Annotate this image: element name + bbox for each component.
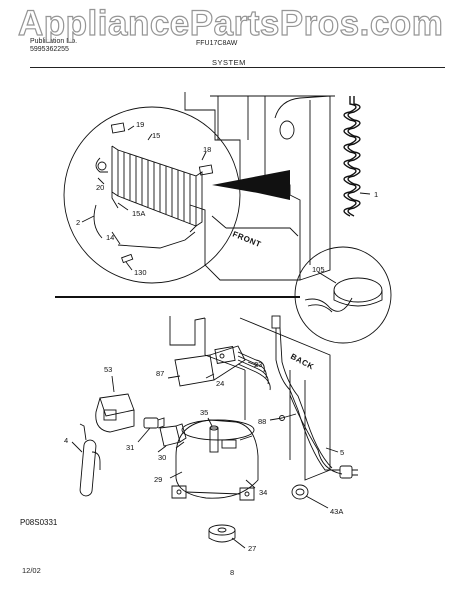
part-4-filter-drier [79,423,101,497]
callout-15: 15 [152,131,160,140]
compressor [171,419,259,501]
callout-24: 24 [216,379,224,388]
section-title: SYSTEM [212,58,246,67]
watermark: AppliancePartsPros.com [17,3,444,43]
part-30-relay [159,423,187,447]
inset-105-circle [294,246,392,344]
callout-15a: 15A [132,209,145,218]
back-label: BACK [289,352,315,372]
callout-23: 23 [254,360,262,369]
part-14-line [117,231,196,249]
callout-30: 30 [158,453,166,462]
callout-35: 35 [200,408,208,417]
shaded-wedge [212,170,290,200]
part-18-pad [198,164,214,176]
header-rule [30,67,445,68]
callout-1: 1 [374,190,378,199]
callout-14: 14 [106,233,114,242]
callout-19: 19 [136,120,144,129]
callout-29: 29 [154,475,162,484]
front-label: FRONT [231,230,262,250]
callout-105: 105 [312,265,325,274]
callout-4: 4 [64,436,68,445]
publication-number: 5995362255 [30,46,69,53]
callout-53: 53 [104,365,112,374]
callout-31: 31 [126,443,134,452]
part-31-overload [143,417,165,429]
callout-2: 2 [76,218,80,227]
evaporator-inset-circle [63,106,241,284]
callout-5: 5 [340,448,344,457]
part-27-grommet [208,524,236,543]
callout-27: 27 [248,544,256,553]
callout-34: 34 [259,488,267,497]
footer-date: 12/02 [22,566,41,575]
lower-cabinet [169,316,331,481]
part-15a-heater [111,180,119,209]
part-53-relay [95,393,135,433]
callout-88: 88 [258,417,266,426]
model-number: FFU17C8AW [196,40,238,47]
part-5-power-cord [289,394,358,479]
page-number: 8 [230,568,235,577]
callout-130: 130 [134,268,147,277]
callout-87: 87 [156,369,164,378]
drawing-code: P08S0331 [20,518,58,527]
relay-bracket [174,345,271,391]
side-condenser-coil [343,96,361,217]
publication-label: Publication No. [30,38,78,45]
callout-20: 20 [96,183,104,192]
part-19-pad [110,122,126,134]
evaporator [111,145,203,227]
part-130-drain [121,253,134,264]
part-105-drain-heater [304,277,383,313]
callout-18: 18 [203,145,211,154]
part-2-tube [93,204,103,239]
part-43a-clamp [291,484,309,500]
callout-43a: 43A [330,507,343,516]
part-20-clip [95,157,108,173]
